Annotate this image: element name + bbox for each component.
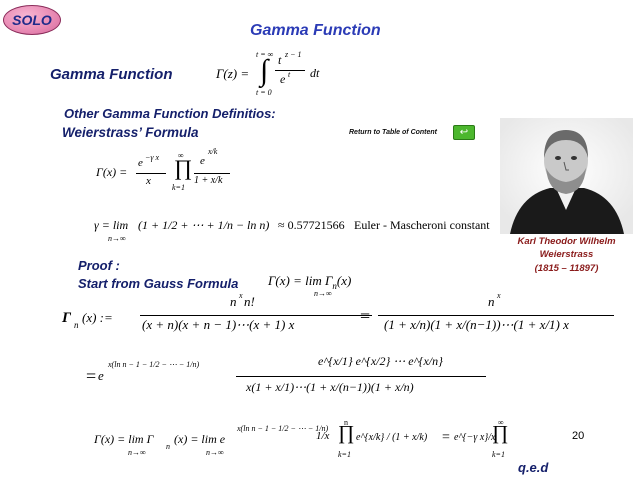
product-term-num-exp: x/k	[208, 147, 218, 156]
step1-num-exp: x	[239, 291, 243, 300]
step3-lhs-sub: n	[166, 442, 170, 451]
gauss-tail: (x)	[336, 273, 352, 288]
step3-prod1-sign: ∏	[338, 422, 355, 444]
step1-den: (x + n)(x + n − 1)⋯(x + 1) x	[142, 317, 295, 332]
step1-frac-bar	[140, 315, 372, 316]
weierstrass-formula-heading: Weierstrass’ Formula	[62, 125, 199, 140]
step3-rhs-sign: ∏	[492, 422, 509, 444]
page-number: 20	[572, 430, 585, 442]
euler-constant-row: γ = lim n→∞ (1 + 1/2 + ⋯ + 1/n − ln n) ≈…	[94, 212, 504, 246]
front-frac-bar	[136, 173, 166, 174]
solo-label: SOLO	[12, 12, 52, 28]
step2-frac-bar	[236, 376, 486, 377]
weierstrass-lhs: Γ(x) =	[96, 165, 128, 179]
step3-lim-sub-2: n→∞	[206, 448, 224, 457]
euler-lim-sub: n→∞	[108, 234, 126, 243]
step1-gamma: Γ	[62, 310, 72, 326]
other-definitions-heading: Other Gamma Function Definitios:	[64, 106, 276, 121]
euler-body: (1 + 1/2 + ⋯ + 1/n − ln n)	[138, 218, 270, 232]
integrand-den-exp: t	[288, 70, 291, 79]
step3-mid: (x) = lim e	[174, 432, 226, 446]
solo-badge: SOLO	[3, 5, 61, 35]
portrait-caption-surname: Weierstrass	[539, 249, 594, 260]
step1-rhs-bar	[378, 315, 614, 316]
step1-sub: n	[74, 320, 79, 330]
weierstrass-portrait	[500, 118, 633, 234]
step3-lim-sub-1: n→∞	[128, 448, 146, 457]
step2-eq: =	[86, 366, 97, 386]
step2-exp-base: e	[98, 368, 104, 383]
euler-value: ≈ 0.57721566	[278, 218, 345, 232]
gauss-lim-sub: n→∞	[314, 289, 332, 298]
step1-num: n	[230, 294, 237, 309]
step3-exp: x(ln n − 1 − 1/2 − ⋯ − 1/n)	[237, 424, 329, 433]
step-1-equation: Γ n (x) := n x n! (x + n)(x + n − 1)⋯(x …	[62, 291, 622, 346]
product-sign: ∏	[174, 155, 193, 180]
return-toc-icon[interactable]: ↩	[453, 125, 475, 140]
step1-eq: =	[360, 306, 371, 326]
euler-label: Euler - Mascheroni constant	[354, 218, 490, 232]
step3-prod1-top: n	[344, 418, 348, 427]
step3-prod1-bottom: k=1	[338, 450, 351, 459]
weierstrass-formula: Γ(x) = e −γ x x ∞ ∏ k=1 e x/k 1 + x/k	[96, 145, 230, 205]
step1-lhs-tail: (x) :=	[82, 310, 113, 325]
step1-rhs-num-exp: x	[497, 291, 501, 300]
portrait-image	[500, 118, 633, 234]
gauss-formula: Γ(x) = lim Γn(x) n→∞	[268, 272, 351, 302]
weierstrass-front-exp: −γ x	[145, 153, 160, 162]
step2-num: e^{x/1} e^{x/2} ⋯ e^{x/n}	[318, 354, 443, 368]
step3-rhs-front: e^{−γ x}/x	[454, 432, 496, 443]
step3-lhs: Γ(x) = lim Γ	[94, 432, 154, 446]
integral-lower: t = 0	[256, 88, 272, 97]
integrand-dt: dt	[310, 66, 320, 80]
step-2-equation: = e x(ln n − 1 − 1/2 − ⋯ − 1/n) e^{x/1} …	[86, 350, 506, 408]
product-top: ∞	[178, 151, 184, 160]
weierstrass-front-num: e	[138, 157, 143, 169]
gauss-lhs: Γ(x) = lim Γ	[268, 273, 333, 288]
step1-num-tail: n!	[244, 294, 255, 309]
product-bottom: k=1	[172, 183, 185, 192]
weierstrass-front-den: x	[146, 175, 151, 187]
integrand-numerator: t	[278, 53, 282, 67]
product-term-num: e	[200, 155, 205, 167]
step2-den: x(1 + x/1)⋯(1 + x/(n−1))(1 + x/n)	[246, 380, 414, 394]
integrand-bar	[275, 70, 305, 71]
step3-prod1-coef: 1/x	[316, 430, 330, 442]
step1-rhs-den: (1 + x/n)(1 + x/(n−1))⋯(1 + x/1) x	[384, 317, 569, 332]
definition-label: Gamma Function	[50, 66, 173, 83]
page-title: Gamma Function	[250, 22, 381, 39]
gauss-start-label: Start from Gauss Formula	[78, 276, 239, 291]
step3-rhs-top: ∞	[498, 418, 504, 427]
integral-upper: t = ∞	[256, 50, 274, 59]
step3-prod1-term: e^{x/k} / (1 + x/k)	[356, 432, 428, 443]
product-frac-bar	[194, 173, 230, 174]
step-3-equation: Γ(x) = lim Γ n (x) = lim e n→∞ n→∞ x(ln …	[94, 414, 514, 474]
gauss-sub: n	[332, 281, 337, 292]
return-to-toc-link[interactable]: Return to Table of Content	[349, 129, 438, 136]
integrand-denominator: e	[280, 72, 286, 86]
gamma-lhs: Γ(z) =	[216, 66, 250, 81]
step3-rhs-bottom: k=1	[492, 450, 505, 459]
step2-exp: x(ln n − 1 − 1/2 − ⋯ − 1/n)	[108, 360, 200, 369]
gamma-integral: Γ(z) = t = ∞ ∫ t = 0 t z − 1 e t dt	[216, 50, 326, 100]
portrait-caption-name: Karl Theodor Wilhelm	[517, 236, 616, 247]
integral-sign: ∫	[260, 54, 269, 87]
step3-eq: =	[442, 430, 450, 445]
product-term-den: 1 + x/k	[194, 175, 223, 186]
step1-rhs-num: n	[488, 294, 495, 309]
portrait-caption-years: (1815 – 11897)	[534, 263, 599, 274]
proof-label: Proof :	[78, 258, 120, 273]
integrand-num-exp: z − 1	[285, 50, 302, 59]
qed-label: q.e.d	[518, 460, 549, 475]
euler-lhs: γ = lim	[94, 218, 129, 232]
